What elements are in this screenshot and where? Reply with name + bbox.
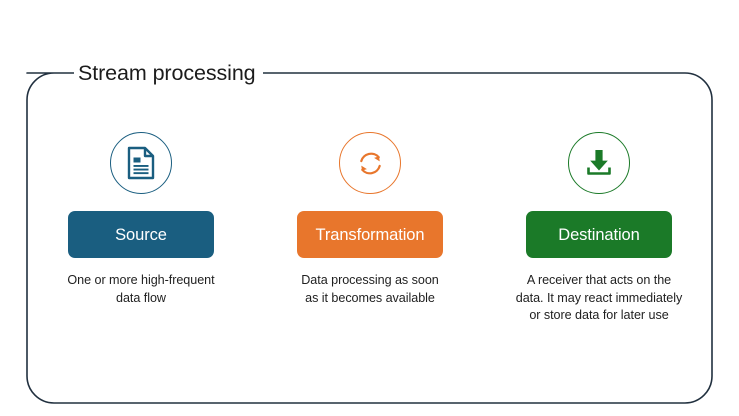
stage-description: One or more high-frequent data flow [67, 273, 215, 305]
stage-description: A receiver that acts on the data. It may… [515, 273, 683, 322]
stage-column-transformation: Transformation Data processing as soon a… [269, 132, 471, 307]
stage-column-source: Source One or more high-frequent data fl… [40, 132, 242, 307]
refresh-cycle-icon [355, 148, 386, 179]
transformation-icon-circle [339, 132, 401, 194]
stage-card-transformation[interactable]: Transformation [297, 211, 443, 258]
stage-card-label: Transformation [315, 225, 425, 244]
stage-columns: Source One or more high-frequent data fl… [40, 132, 700, 362]
stage-column-destination: Destination A receiver that acts on the … [498, 132, 700, 325]
document-icon [125, 146, 157, 180]
stage-description: Data processing as soon as it becomes av… [301, 273, 439, 305]
destination-icon-circle [568, 132, 630, 194]
stage-card-label: Source [115, 225, 167, 244]
stage-card-source[interactable]: Source [68, 211, 214, 258]
page-title: Stream processing [74, 60, 263, 86]
download-icon [583, 147, 615, 179]
stage-card-destination[interactable]: Destination [526, 211, 672, 258]
source-icon-circle [110, 132, 172, 194]
stage-card-label: Destination [558, 225, 640, 244]
